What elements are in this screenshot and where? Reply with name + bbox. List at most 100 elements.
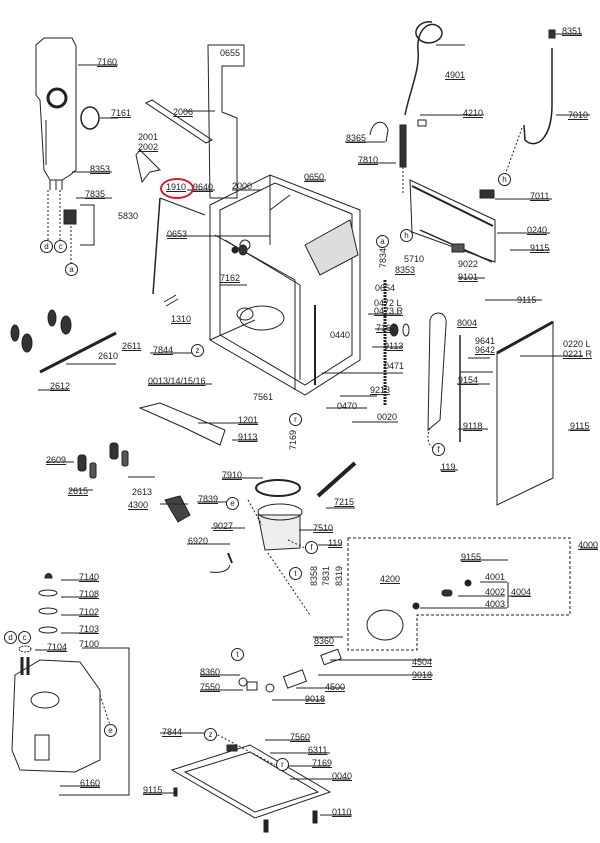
part-label-7102[interactable]: 7102 xyxy=(79,607,100,617)
part-label-9018-b[interactable]: 9018 xyxy=(305,694,326,704)
part-label-9115[interactable]: 9115 xyxy=(530,243,550,253)
part-label-1910[interactable]: 1910 xyxy=(166,182,187,192)
part-label-119-b[interactable]: 119 xyxy=(328,538,343,548)
part-label-2613[interactable]: 2613 xyxy=(132,487,153,497)
part-label-9027[interactable]: 9027 xyxy=(213,521,234,531)
part-label-8360-b[interactable]: 8360 xyxy=(200,667,221,677)
part-label-7011[interactable]: 7011 xyxy=(530,191,550,201)
part-label-0472[interactable]: 0472 L xyxy=(374,298,402,308)
part-label-9155[interactable]: 9155 xyxy=(461,552,482,562)
part-label-9113[interactable]: 9113 xyxy=(384,341,404,351)
part-label-0221[interactable]: 0221 R xyxy=(563,349,593,359)
part-label-8004[interactable]: 8004 xyxy=(457,318,478,328)
part-label-9213[interactable]: 9213 xyxy=(370,385,391,395)
part-label-7810[interactable]: 7810 xyxy=(358,155,379,165)
part-label-8353-b[interactable]: 8353 xyxy=(395,265,416,275)
part-label-8319[interactable]: 8319 xyxy=(334,565,344,586)
part-label-7160[interactable]: 7160 xyxy=(97,57,118,67)
part-label-4000[interactable]: 4000 xyxy=(578,540,599,550)
part-label-0650[interactable]: 0650 xyxy=(304,172,325,182)
part-label-9641[interactable]: 9641 xyxy=(475,336,496,346)
part-label-0470[interactable]: 0470 xyxy=(337,401,358,411)
part-label-0040[interactable]: 0040 xyxy=(332,771,353,781)
part-label-7561[interactable]: 7561 xyxy=(253,392,274,402)
part-label-7100[interactable]: 7100 xyxy=(79,639,100,649)
part-label-9118[interactable]: 9118 xyxy=(463,421,483,431)
part-label-7550[interactable]: 7550 xyxy=(200,682,221,692)
part-label-2000[interactable]: 2000 xyxy=(232,181,253,191)
part-label-7104[interactable]: 7104 xyxy=(47,642,68,652)
part-label-7161[interactable]: 7161 xyxy=(111,108,132,118)
part-label-2611[interactable]: 2611 xyxy=(122,341,142,351)
part-label-6160[interactable]: 6160 xyxy=(80,778,101,788)
part-label-7839[interactable]: 7839 xyxy=(198,494,219,504)
part-label-7844-b[interactable]: 7844 xyxy=(162,727,183,737)
part-label-9018[interactable]: 9018 xyxy=(412,670,433,680)
part-label-2006[interactable]: 2006 xyxy=(173,107,194,117)
part-label-8353[interactable]: 8353 xyxy=(90,164,111,174)
part-label-7162[interactable]: 7162 xyxy=(220,273,241,283)
part-label-1201[interactable]: 1201 xyxy=(238,415,259,425)
part-label-4500[interactable]: 4500 xyxy=(325,682,346,692)
part-label-8351[interactable]: 8351 xyxy=(562,26,583,36)
part-label-4504[interactable]: 4504 xyxy=(412,657,433,667)
part-label-5710[interactable]: 5710 xyxy=(404,254,425,264)
part-label-4901[interactable]: 4901 xyxy=(445,70,466,80)
part-label-9113-b[interactable]: 9113 xyxy=(238,432,258,442)
part-label-7510[interactable]: 7510 xyxy=(313,523,334,533)
part-label-2609[interactable]: 2609 xyxy=(46,455,67,465)
part-label-7215[interactable]: 7215 xyxy=(334,497,355,507)
part-label-0654[interactable]: 0654 xyxy=(375,283,396,293)
part-label-0473[interactable]: 0473 R xyxy=(374,306,404,316)
part-label-2001[interactable]: 2001 xyxy=(138,132,159,142)
part-label-4001[interactable]: 4001 xyxy=(485,572,506,582)
part-label-7834[interactable]: 7834 xyxy=(378,247,388,268)
part-label-5830[interactable]: 5830 xyxy=(118,211,139,221)
part-label-7169[interactable]: 7169 xyxy=(288,429,298,450)
part-label-9022[interactable]: 9022 xyxy=(458,259,479,269)
part-label-7560[interactable]: 7560 xyxy=(290,732,311,742)
part-label-7831[interactable]: 7831 xyxy=(321,565,331,586)
part-label-119[interactable]: 119 xyxy=(441,462,456,472)
part-label-9101[interactable]: 9101 xyxy=(458,272,479,282)
part-label-0653[interactable]: 0653 xyxy=(167,229,188,239)
part-label-4003[interactable]: 4003 xyxy=(485,599,506,609)
part-label-0471[interactable]: 0471 xyxy=(384,361,405,371)
part-label-7835[interactable]: 7835 xyxy=(85,189,106,199)
part-label-7140[interactable]: 7140 xyxy=(79,572,100,582)
part-label-7910[interactable]: 7910 xyxy=(222,470,243,480)
part-label-0020[interactable]: 0020 xyxy=(377,412,398,422)
part-label-0220[interactable]: 0220 L xyxy=(563,339,591,349)
part-label-9154[interactable]: 9154 xyxy=(458,375,479,385)
part-label-2615[interactable]: 2615 xyxy=(68,486,89,496)
part-label-1310[interactable]: 1310 xyxy=(171,314,192,324)
part-label-4002[interactable]: 4002 xyxy=(485,587,506,597)
part-label-9115-b[interactable]: 9115 xyxy=(517,295,537,305)
part-label-7162-b[interactable]: 7162 xyxy=(376,323,397,333)
part-label-7169-b[interactable]: 7169 xyxy=(312,758,333,768)
part-label-8358[interactable]: 8358 xyxy=(309,565,319,586)
part-label-0655[interactable]: 0655 xyxy=(220,48,241,58)
part-label-6311[interactable]: 6311 xyxy=(308,745,328,755)
part-label-4300[interactable]: 4300 xyxy=(128,500,149,510)
part-label-8360[interactable]: 8360 xyxy=(314,636,335,646)
part-label-0440[interactable]: 0440 xyxy=(330,330,351,340)
part-label-9642[interactable]: 9642 xyxy=(475,345,496,355)
part-label-2612[interactable]: 2612 xyxy=(50,381,71,391)
part-label-7010[interactable]: 7010 xyxy=(568,110,589,120)
part-label-0240[interactable]: 0240 xyxy=(527,225,548,235)
part-label-7108[interactable]: 7108 xyxy=(79,589,100,599)
part-label-7844[interactable]: 7844 xyxy=(153,345,174,355)
part-label-9640[interactable]: 9640 xyxy=(193,182,214,192)
part-label-2610[interactable]: 2610 xyxy=(98,351,119,361)
part-label-7103[interactable]: 7103 xyxy=(79,624,100,634)
part-label-6920[interactable]: 6920 xyxy=(188,536,209,546)
part-label-9115-c[interactable]: 9115 xyxy=(570,421,590,431)
part-label-0110[interactable]: 0110 xyxy=(332,807,352,817)
part-label-8365[interactable]: 8365 xyxy=(346,133,367,143)
part-label-4200[interactable]: 4200 xyxy=(380,574,401,584)
part-label-4210[interactable]: 4210 xyxy=(463,108,484,118)
part-label-0013-14-15-16[interactable]: 0013/14/15/16 xyxy=(148,376,206,386)
part-label-2002[interactable]: 2002 xyxy=(138,142,159,152)
part-label-9115-d[interactable]: 9115 xyxy=(143,785,163,795)
